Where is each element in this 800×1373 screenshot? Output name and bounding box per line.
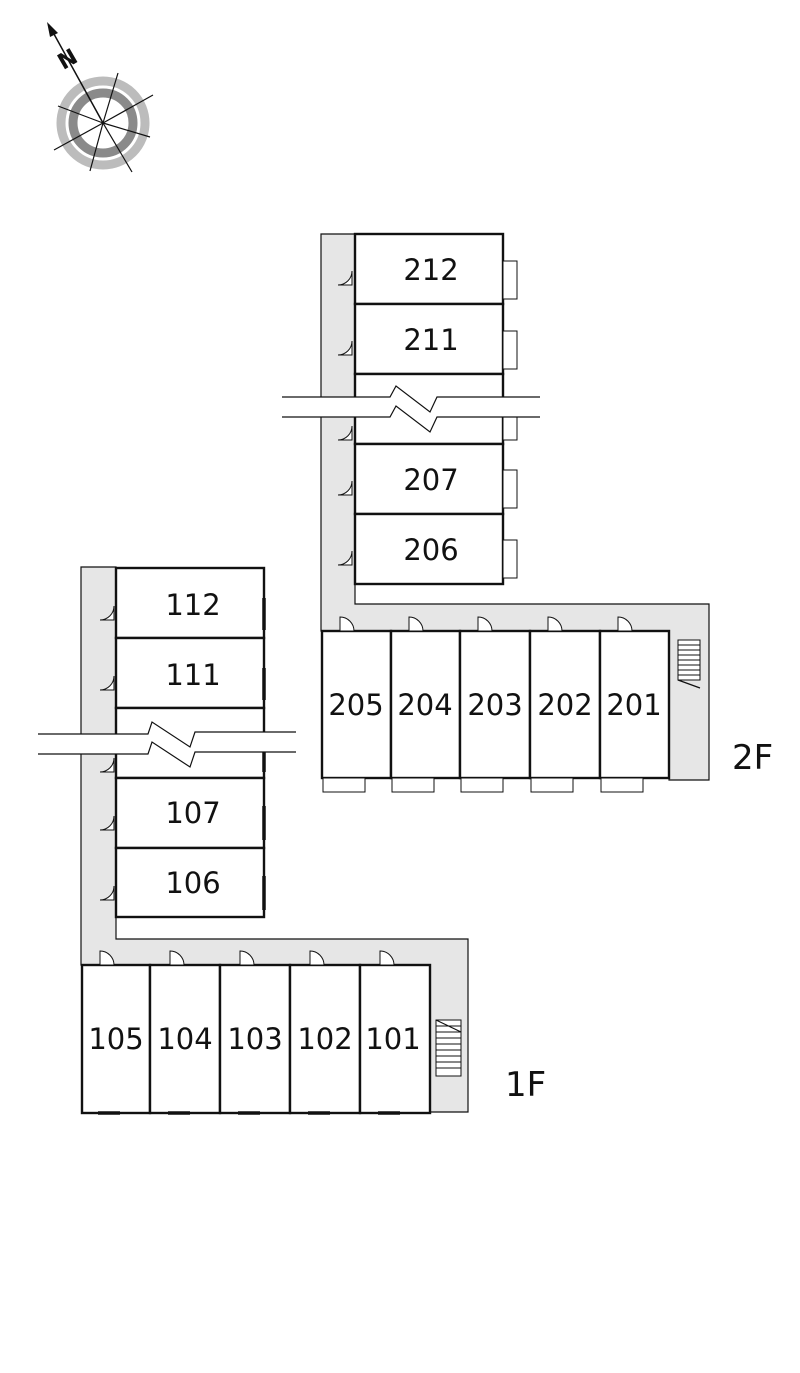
unit-label: 112 [165,588,220,622]
unit-label: 104 [157,1022,212,1056]
unit-label: 205 [328,688,383,722]
unit-label: 106 [165,866,220,900]
unit-label: 101 [365,1022,420,1056]
unit-label: 107 [165,796,220,830]
unit-101: 101 [358,950,432,1115]
unit-label: 201 [606,688,661,722]
unit-211: 211 [337,302,518,376]
second-floor-label: 2F [732,738,773,778]
unit-203: 203 [458,616,532,793]
unit-212: 212 [337,232,518,306]
unit-102: 102 [288,950,362,1115]
compass-icon: N [47,22,154,173]
unit-111: 111 [99,636,266,710]
first-floor: 112 111 107 106 [38,566,546,1115]
north-label: N [54,45,82,76]
unit-label: 204 [397,688,452,722]
unit-label: 207 [403,463,458,497]
unit-label: 111 [165,658,220,692]
unit-label: 102 [297,1022,352,1056]
unit-label: 206 [403,533,458,567]
unit-label: 212 [403,253,458,287]
unit-206: 206 [337,512,518,586]
second-floor: 212 211 207 206 [282,232,773,793]
unit-201: 201 [598,616,671,793]
first-floor-stair-icon [435,1019,462,1077]
unit-106: 106 [99,846,266,919]
unit-112: 112 [99,566,266,640]
first-floor-break-line [38,722,296,767]
unit-202: 202 [528,616,602,793]
unit-107: 107 [99,776,266,850]
unit-label: 211 [403,323,458,357]
unit-205: 205 [320,616,393,793]
unit-label: 103 [227,1022,282,1056]
first-floor-label: 1F [505,1065,546,1105]
unit-label: 202 [537,688,592,722]
unit-104: 104 [148,950,222,1115]
unit-label: 105 [88,1022,143,1056]
unit-204: 204 [389,616,462,793]
unit-207: 207 [337,442,518,516]
unit-103: 103 [218,950,292,1115]
second-floor-stair-icon [677,639,701,689]
unit-105: 105 [80,950,152,1115]
unit-label: 203 [467,688,522,722]
